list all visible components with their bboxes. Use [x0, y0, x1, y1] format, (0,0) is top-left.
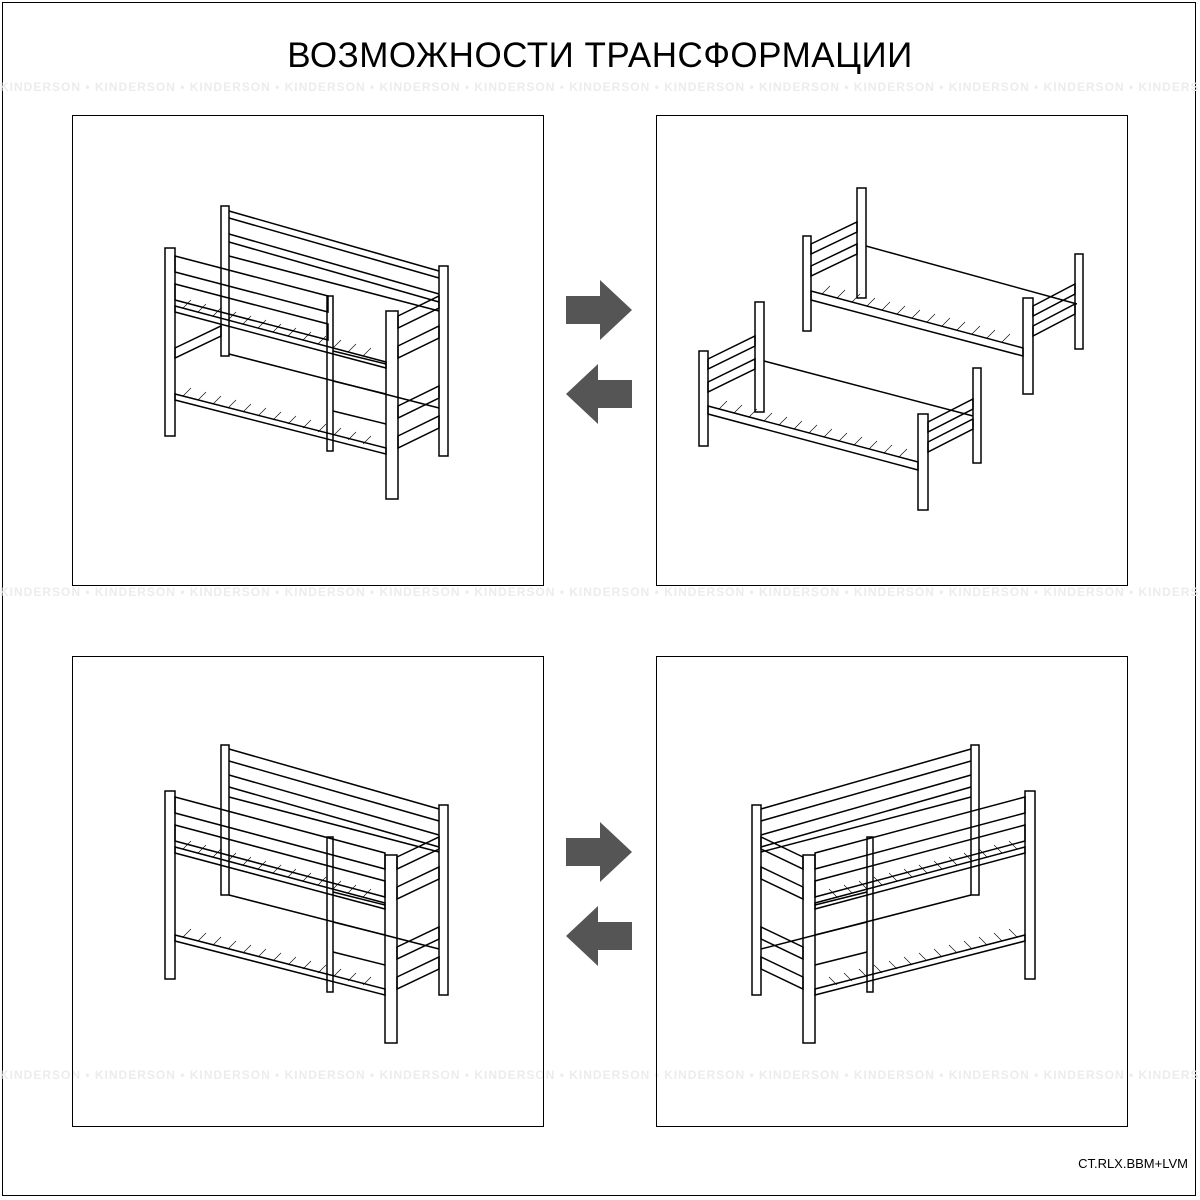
- arrow-left-icon: [566, 906, 632, 966]
- panel-bunk-bed-low-guard: [72, 115, 544, 586]
- bunk-bed-mirrored-icon: [751, 744, 1036, 1044]
- bunk-bed-icon: [164, 744, 449, 1044]
- bunk-bed-icon: [164, 205, 449, 500]
- watermark-row-3: KINDERSON • KINDERSON • KINDERSON • KIND…: [0, 1068, 1200, 1082]
- single-beds-icon: [698, 187, 1084, 511]
- watermark-row-1: KINDERSON • KINDERSON • KINDERSON • KIND…: [0, 80, 1200, 94]
- arrow-right-icon: [566, 280, 632, 340]
- panel-bunk-bed-mirrored: [656, 656, 1128, 1127]
- watermark-row-2: KINDERSON • KINDERSON • KINDERSON • KIND…: [0, 585, 1200, 599]
- page-title: ВОЗМОЖНОСТИ ТРАНСФОРМАЦИИ: [287, 36, 913, 75]
- arrow-right-icon: [566, 822, 632, 882]
- arrow-left-icon: [566, 364, 632, 424]
- panel-bunk-bed-high-guard: [72, 656, 544, 1127]
- product-code: CT.RLX.BBM+LVM: [1078, 1156, 1188, 1171]
- panel-two-single-beds: [656, 115, 1128, 586]
